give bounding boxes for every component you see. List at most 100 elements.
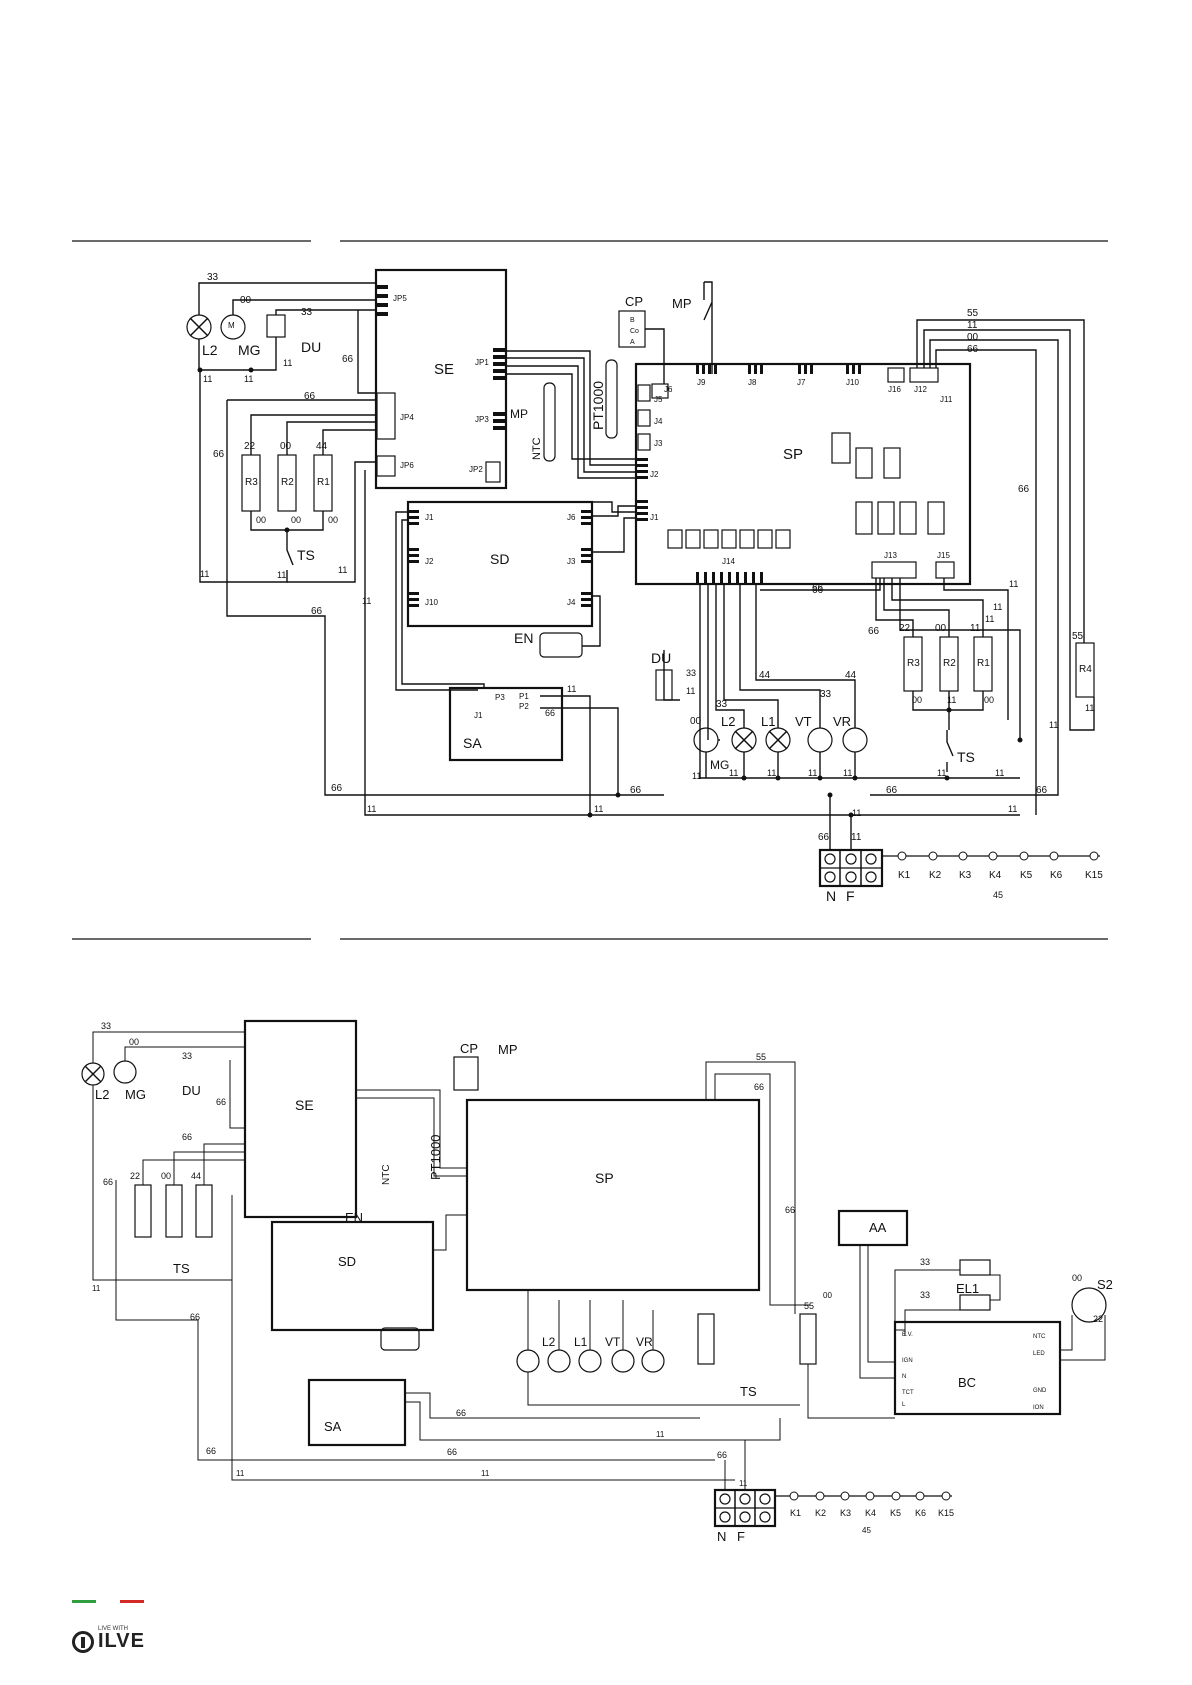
mp-switch-top [703, 281, 713, 364]
svg-text:00: 00 [690, 716, 702, 727]
pt1000-sensor-1 [605, 359, 618, 439]
ts-label-1a: TS [297, 547, 315, 563]
sp-j16-label: J16 [888, 385, 901, 394]
sp-j1-label: J1 [650, 513, 659, 522]
k5-label-1: K5 [1020, 870, 1033, 881]
svg-text:66: 66 [213, 449, 225, 460]
vt-label-1: VT [795, 714, 812, 729]
svg-text:11: 11 [729, 768, 738, 778]
svg-text:33: 33 [182, 1051, 192, 1061]
svg-text:33: 33 [920, 1257, 930, 1267]
ts-label-2a: TS [173, 1261, 190, 1276]
se-jp2-label: JP2 [469, 465, 483, 474]
sa-j1-label: J1 [474, 711, 483, 720]
vt-motor-1 [807, 727, 833, 753]
k-group-label-2: 45 [862, 1526, 871, 1535]
mg-motor-2b [516, 1349, 540, 1373]
sa-label: SA [463, 735, 482, 751]
sp-j2-label: J2 [650, 470, 659, 479]
el1-coil-a [959, 1259, 991, 1276]
cp-label: CP [625, 294, 643, 309]
svg-text:00: 00 [912, 695, 922, 705]
svg-text:66: 66 [717, 1450, 727, 1460]
en-label-2: EN [345, 1210, 363, 1225]
k3-label-1: K3 [959, 870, 972, 881]
en-device-2 [380, 1327, 420, 1351]
logo-i-icon [72, 1630, 94, 1653]
svg-text:33: 33 [920, 1290, 930, 1300]
svg-text:66: 66 [206, 1446, 216, 1456]
bc-label-2: BC [958, 1375, 976, 1390]
sp-j3-connector [637, 433, 651, 451]
r2-resistor-2 [165, 1184, 183, 1238]
svg-text:22: 22 [244, 441, 256, 452]
wire-numbers-1: 33 00 33 11 11 11 66 66 66 22 00 44 00 0… [200, 272, 1094, 843]
sp-j7-label: J7 [797, 378, 806, 387]
k4-label-2: K4 [865, 1508, 876, 1518]
r1-label-1b: R1 [977, 658, 990, 669]
svg-text:55: 55 [967, 308, 979, 319]
sd-board [406, 500, 594, 628]
svg-text:00: 00 [328, 515, 338, 525]
du-label-1: DU [301, 339, 321, 355]
sa-p2-label: P2 [519, 702, 529, 711]
se-jp5-header [376, 285, 388, 316]
el1-coil-b [959, 1294, 991, 1311]
wire-numbers-2: 33 00 33 66 66 66 22 00 44 11 66 66 11 6… [92, 1021, 1103, 1488]
du-label-1b: DU [651, 650, 671, 666]
svg-text:66: 66 [342, 354, 354, 365]
svg-text:66: 66 [456, 1408, 466, 1418]
svg-text:N: N [902, 1374, 906, 1380]
mg-label-1b: MG [710, 758, 729, 772]
sp-j4-connector [637, 409, 651, 427]
l2-label-1b: L2 [721, 714, 735, 729]
svg-text:GND: GND [1033, 1388, 1047, 1394]
k1-label-2: K1 [790, 1508, 801, 1518]
r3-label-1: R3 [245, 477, 258, 488]
svg-text:66: 66 [103, 1177, 113, 1187]
sd-j3-label: J3 [567, 557, 576, 566]
sd-board-2 [270, 1220, 435, 1332]
s2-sensor [1071, 1287, 1107, 1323]
svg-text:M: M [228, 321, 235, 330]
svg-text:66: 66 [1036, 785, 1048, 796]
r1-resistor-2 [195, 1184, 213, 1238]
svg-text:11: 11 [656, 1430, 665, 1439]
k15-label-1: K15 [1085, 870, 1103, 881]
se-jp3-label: JP3 [475, 415, 489, 424]
k2-label-2: K2 [815, 1508, 826, 1518]
svg-text:33: 33 [207, 272, 219, 283]
r4-label-1: R4 [1079, 664, 1092, 675]
svg-text:55: 55 [1072, 631, 1084, 642]
svg-text:66: 66 [447, 1447, 457, 1457]
sp-board [634, 362, 972, 586]
sa-board-2 [307, 1378, 407, 1447]
svg-text:33: 33 [820, 689, 832, 700]
sp-relays [667, 432, 945, 549]
svg-text:11: 11 [367, 804, 376, 814]
se-jp4-connector [376, 392, 396, 440]
l2-lamp-1 [186, 314, 212, 340]
svg-text:11: 11 [236, 1469, 245, 1478]
svg-text:11: 11 [277, 570, 286, 580]
svg-text:44: 44 [316, 441, 328, 452]
k-contacts-1 [882, 851, 1100, 861]
terminal-f-1: F [846, 888, 855, 904]
sa-p3-label: P3 [495, 693, 505, 702]
sp-j12-label: J12 [914, 385, 927, 394]
k6-label-2: K6 [915, 1508, 926, 1518]
l2-label-2: L2 [95, 1087, 109, 1102]
aa-board-2 [837, 1209, 909, 1247]
ilve-logo: LIVE WITH ILVE [72, 1626, 145, 1653]
cp-connector-2 [453, 1056, 479, 1091]
svg-text:33: 33 [716, 699, 728, 710]
svg-text:11: 11 [1085, 703, 1094, 713]
sp-j14-label: J14 [722, 557, 735, 566]
svg-text:00: 00 [280, 441, 292, 452]
cp-a-label: A [630, 339, 635, 346]
diagram-1: SE JP5 JP1 JP3 JP4 JP6 JP2 SP J6 J9 J8 J… [186, 268, 1103, 904]
k3-label-2: K3 [840, 1508, 851, 1518]
svg-text:11: 11 [692, 771, 701, 781]
svg-text:11: 11 [92, 1284, 101, 1293]
sp-j11-label: J11 [940, 395, 953, 404]
